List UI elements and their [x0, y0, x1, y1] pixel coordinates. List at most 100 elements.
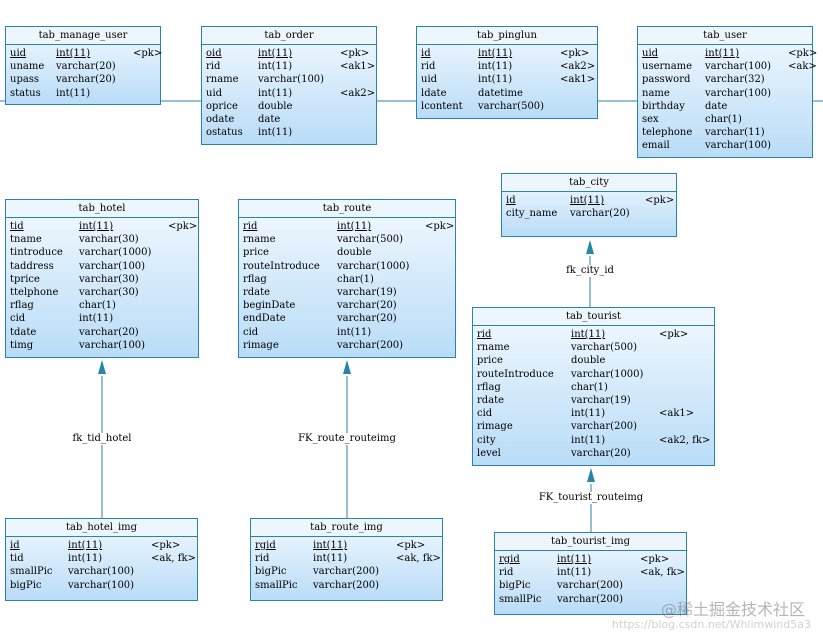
attribute-type: varchar(100) — [705, 61, 772, 73]
attribute-key: <pk> — [340, 48, 370, 59]
attribute-type: date — [258, 113, 281, 125]
attribute-row: tdate varchar(20) — [6, 326, 198, 339]
attribute-type: int(11) — [478, 48, 513, 59]
attribute-type: double — [337, 247, 372, 259]
watermark-url: https://blog.csdn.net/Whlimwind5a3 — [611, 618, 811, 631]
attribute-type: varchar(30) — [79, 234, 139, 246]
attribute-name: tid — [10, 553, 24, 565]
attribute-name: tprice — [10, 273, 40, 285]
attribute-name: tname — [10, 234, 42, 246]
attribute-key: <ak, fk> — [640, 567, 685, 579]
attribute-name: price — [243, 247, 269, 259]
attribute-type: varchar(20) — [56, 74, 116, 86]
attribute-key: <ak, fk> — [151, 553, 196, 565]
attribute-type: varchar(100) — [79, 339, 146, 351]
attribute-type: int(11) — [570, 195, 605, 206]
attribute-type: varchar(200) — [313, 566, 380, 578]
attribute-key: <pk> — [396, 540, 426, 551]
attribute-key: <ak> — [788, 61, 817, 73]
attribute-type: int(11) — [571, 408, 606, 420]
arrowhead-fk-tid-hotel — [98, 360, 106, 374]
attribute-type: int(11) — [258, 61, 293, 73]
attribute-name: smallPic — [10, 566, 53, 578]
attribute-type: varchar(1000) — [571, 368, 644, 380]
attribute-name: bigPic — [255, 566, 287, 578]
attribute-name: rname — [206, 74, 239, 86]
attribute-row: bigPic varchar(200) — [251, 565, 442, 578]
attribute-type: varchar(20) — [337, 300, 397, 312]
attribute-key: <pk> — [560, 48, 590, 59]
entity-title: tab_manage_user — [6, 27, 160, 45]
attribute-name: uname — [10, 61, 45, 73]
attribute-name: rid — [255, 553, 270, 565]
attribute-name: cid — [10, 313, 26, 325]
watermark: @稀土掘金技术社区 — [660, 600, 805, 619]
entity-title: tab_order — [202, 27, 376, 45]
attribute-type: int(11) — [258, 127, 293, 139]
attribute-name: rimage — [477, 421, 513, 433]
entity-title: tab_tourist_img — [495, 533, 686, 551]
attribute-type: int(11) — [337, 221, 372, 232]
attribute-type: varchar(500) — [478, 100, 545, 112]
relationship-label: FK_route_routeimg — [296, 433, 398, 445]
attribute-name: rdate — [477, 394, 505, 406]
relationship-label: FK_tourist_routeimg — [536, 492, 646, 504]
attribute-type: int(11) — [478, 74, 513, 86]
entity-title: tab_user — [638, 27, 812, 45]
attribute-type: varchar(100) — [705, 87, 772, 99]
relationship-label: fk_tid_hotel — [70, 433, 134, 445]
attribute-name: beginDate — [243, 300, 296, 312]
attribute-type: char(1) — [337, 273, 374, 285]
attribute-type: varchar(20) — [79, 326, 139, 338]
attribute-type: varchar(100) — [68, 566, 135, 578]
attribute-name: id — [506, 195, 516, 206]
attribute-name: tdate — [10, 326, 37, 338]
attribute-key: <ak2> — [560, 61, 596, 73]
attribute-name: rname — [477, 342, 510, 354]
attribute-name: sex — [642, 113, 659, 125]
attribute-name: timg — [10, 339, 34, 351]
attribute-row: timg varchar(100) — [6, 339, 198, 352]
attribute-name: rid — [477, 329, 492, 340]
attribute-type: double — [571, 355, 606, 367]
attribute-key: <ak2, fk> — [659, 434, 711, 446]
attribute-name: oid — [206, 48, 222, 59]
attribute-type: varchar(200) — [337, 339, 404, 351]
